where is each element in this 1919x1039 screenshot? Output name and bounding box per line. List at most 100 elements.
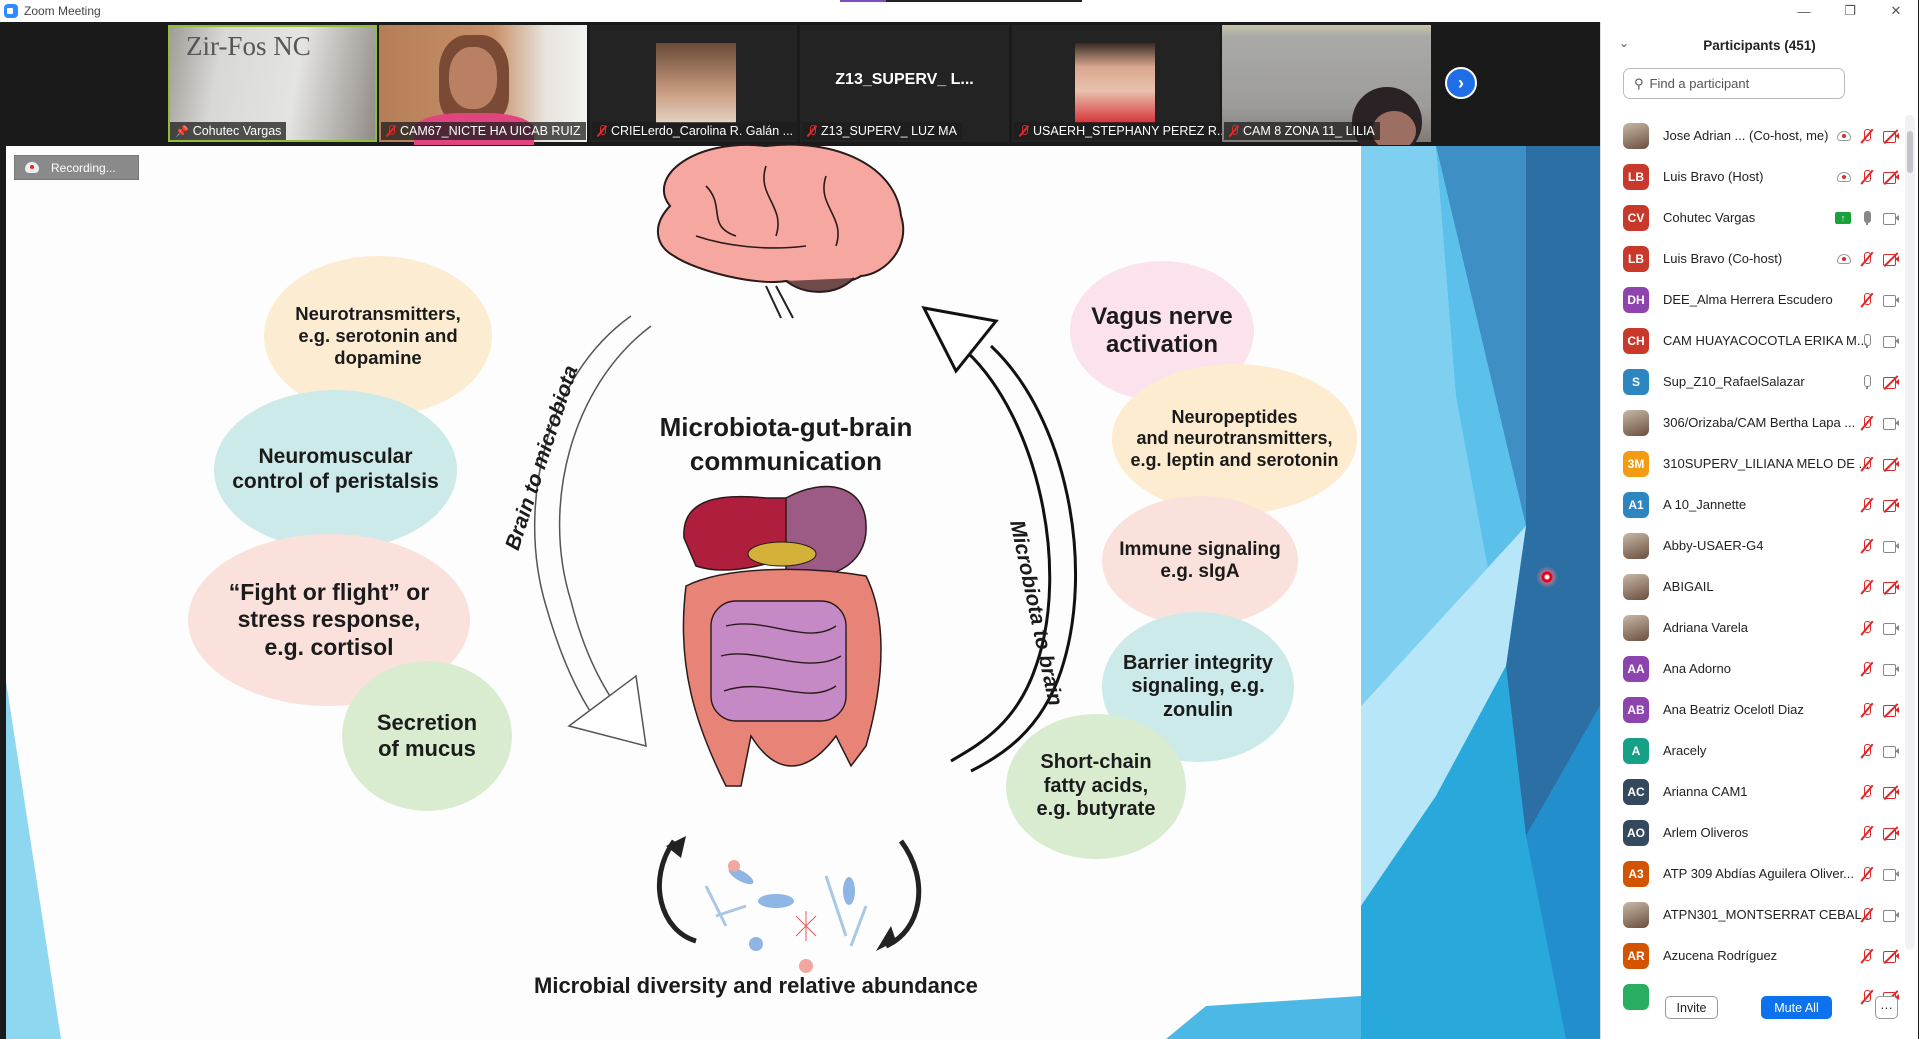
- minimize-button[interactable]: —: [1797, 3, 1811, 19]
- mic-muted-icon[interactable]: [1859, 866, 1875, 882]
- video-off-icon[interactable]: [1883, 169, 1899, 185]
- video-off-icon[interactable]: [1883, 784, 1899, 800]
- more-options-button[interactable]: ···: [1875, 996, 1898, 1019]
- video-camera-icon[interactable]: [1883, 292, 1899, 308]
- mic-muted-icon[interactable]: [1859, 620, 1875, 636]
- mic-muted-icon[interactable]: [1859, 661, 1875, 677]
- avatar: [1623, 409, 1649, 436]
- video-tile[interactable]: Z13_SUPERV_ L... Z13_SUPERV_ LUZ MA: [800, 25, 1009, 142]
- video-camera-icon[interactable]: [1883, 210, 1899, 226]
- video-off-icon[interactable]: [1883, 456, 1899, 472]
- avatar: A3: [1623, 860, 1649, 887]
- participant-search[interactable]: ⚲: [1623, 68, 1845, 99]
- mic-muted-icon[interactable]: [1859, 825, 1875, 841]
- video-camera-icon[interactable]: [1883, 661, 1899, 677]
- microphone-icon[interactable]: [1859, 333, 1875, 349]
- participant-name: 306/Orizaba/CAM Bertha Lapa ...: [1663, 415, 1856, 430]
- close-button[interactable]: ✕: [1890, 3, 1902, 18]
- mic-muted-icon[interactable]: [1859, 497, 1875, 513]
- participant-name: Arianna CAM1: [1663, 784, 1748, 799]
- avatar: LB: [1623, 245, 1649, 272]
- video-off-icon[interactable]: [1883, 251, 1899, 267]
- microphone-icon[interactable]: [1859, 210, 1875, 226]
- video-off-icon[interactable]: [1883, 825, 1899, 841]
- video-tile[interactable]: CRIELerdo_Carolina R. Galán ...: [590, 25, 799, 142]
- mic-muted-icon[interactable]: [1859, 702, 1875, 718]
- mic-muted-icon[interactable]: [1859, 169, 1875, 185]
- collapse-panel-icon[interactable]: ⌄: [1619, 36, 1630, 50]
- participant-list-scrollbar[interactable]: [1905, 115, 1915, 950]
- participant-name: A 10_Jannette: [1663, 497, 1747, 512]
- participants-panel: ⌄ Participants (451) ⚲ Jose Adrian ... (…: [1600, 22, 1918, 1039]
- participant-row[interactable]: ATPN301_MONTSERRAT CEBAL...: [1601, 894, 1901, 935]
- next-page-button[interactable]: ›: [1445, 67, 1477, 99]
- participant-row[interactable]: Jose Adrian ... (Co-host, me): [1601, 115, 1901, 156]
- mic-muted-icon[interactable]: [1859, 948, 1875, 964]
- video-off-icon[interactable]: [1883, 702, 1899, 718]
- video-off-icon[interactable]: [1883, 128, 1899, 144]
- mic-muted-icon[interactable]: [1859, 907, 1875, 923]
- video-camera-icon[interactable]: [1883, 620, 1899, 636]
- mic-muted-icon[interactable]: [1859, 579, 1875, 595]
- video-tile[interactable]: CAM 8 ZONA 11_ LILIA: [1222, 25, 1431, 157]
- avatar: [1623, 573, 1649, 600]
- bubble-neurotransmitters: Neurotransmitters, e.g. serotonin and do…: [264, 256, 492, 416]
- restore-button[interactable]: ❐: [1844, 3, 1856, 18]
- video-camera-icon[interactable]: [1883, 538, 1899, 554]
- participant-row[interactable]: 306/Orizaba/CAM Bertha Lapa ...: [1601, 402, 1901, 443]
- mic-muted-icon[interactable]: [1859, 743, 1875, 759]
- mic-muted-icon[interactable]: [1859, 456, 1875, 472]
- participant-search-input[interactable]: [1649, 76, 1830, 91]
- video-camera-icon[interactable]: [1883, 866, 1899, 882]
- mic-muted-icon[interactable]: [1859, 784, 1875, 800]
- avatar: [1623, 983, 1649, 1010]
- video-camera-icon[interactable]: [1883, 333, 1899, 349]
- video-camera-icon[interactable]: [1883, 907, 1899, 923]
- mic-muted-icon[interactable]: [1859, 989, 1875, 1005]
- avatar: [1623, 614, 1649, 641]
- video-off-icon[interactable]: [1883, 948, 1899, 964]
- video-camera-icon[interactable]: [1883, 743, 1899, 759]
- video-off-icon[interactable]: [1883, 374, 1899, 390]
- participant-row[interactable]: ABIGAIL: [1601, 566, 1901, 607]
- video-tile[interactable]: Zir-Fos NC 📌Cohutec Vargas: [168, 25, 377, 142]
- video-camera-icon[interactable]: [1883, 415, 1899, 431]
- participant-photo: [656, 43, 736, 123]
- video-off-icon[interactable]: [1883, 497, 1899, 513]
- mic-muted-icon[interactable]: [1859, 251, 1875, 267]
- scroll-thumb[interactable]: [1907, 131, 1913, 173]
- recording-indicator[interactable]: Recording...: [14, 155, 139, 180]
- video-tile[interactable]: CAM67_NICTE HA UICAB RUIZ: [379, 25, 587, 153]
- mic-muted-icon[interactable]: [1859, 538, 1875, 554]
- microphone-icon[interactable]: [1859, 374, 1875, 390]
- participant-row[interactable]: Adriana Varela: [1601, 607, 1901, 648]
- mic-muted-icon[interactable]: [1859, 292, 1875, 308]
- mic-muted-icon[interactable]: [1859, 128, 1875, 144]
- avatar: S: [1623, 368, 1649, 395]
- video-off-icon[interactable]: [1883, 579, 1899, 595]
- cloud-recording-icon: [25, 162, 39, 173]
- tile-name: Z13_SUPERV_ LUZ MA: [821, 124, 957, 138]
- participant-row[interactable]: Abby-USAER-G4: [1601, 525, 1901, 566]
- mic-muted-icon[interactable]: [1859, 415, 1875, 431]
- invite-button[interactable]: Invite: [1665, 996, 1718, 1019]
- shared-screen: Recording... Neurotransmitters, e.g. ser…: [0, 143, 1600, 1039]
- mute-all-button[interactable]: Mute All: [1761, 996, 1832, 1019]
- video-tile[interactable]: USAERH_STEPHANY PEREZ R...: [1012, 25, 1233, 142]
